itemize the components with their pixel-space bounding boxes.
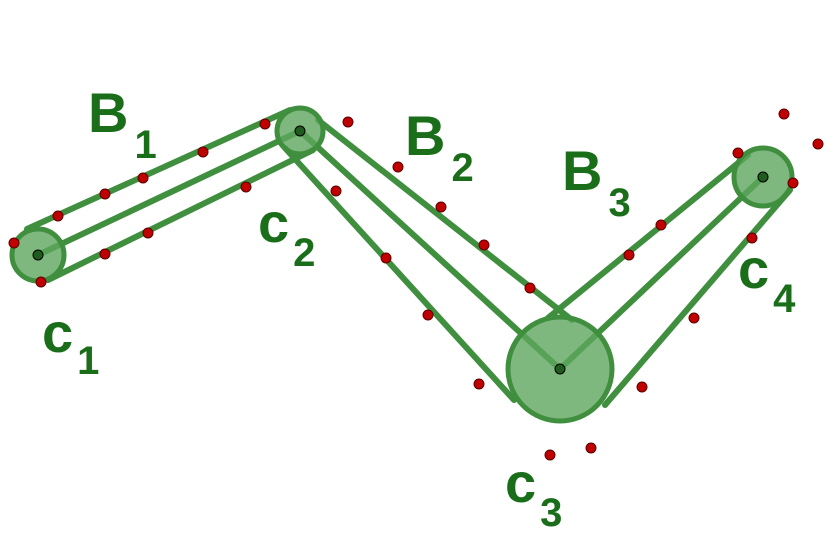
sample-point [330,185,342,197]
sample-point [380,252,392,264]
center-c4 [757,171,769,183]
label-b2: B2 [405,104,474,190]
sample-point [544,449,556,461]
sample-point [8,237,20,249]
label-b1: B1 [88,81,157,167]
label-c2-main: c [258,191,289,254]
capsule-b1 [24,107,316,283]
sample-point [52,210,64,222]
capsule-b2-axis [297,128,563,372]
label-c2-sub: 2 [293,231,315,275]
capsule-b2-lower-edge [282,145,517,403]
label-c4-sub: 4 [773,277,796,321]
sample-point [585,442,597,454]
sample-point [35,276,47,288]
sample-point [636,381,648,393]
sample-point [787,177,799,189]
capsule-b3-lower-edge [602,187,793,408]
label-b2-main: B [405,104,445,167]
label-c1-sub: 1 [77,339,99,383]
label-c3-sub: 3 [540,491,562,535]
capsule-b1-lower-edge [45,147,316,283]
label-b2-sub: 2 [451,146,473,190]
sample-point [142,227,154,239]
sample-point [392,161,404,173]
label-c3-main: c [505,451,536,514]
sample-point [99,248,111,260]
sample-point [746,232,758,244]
sample-point [422,309,434,321]
sample-point [99,188,111,200]
capsule-b1-upper-edge [24,107,293,232]
label-c4-main: c [738,237,769,300]
sample-point [197,146,209,158]
sample-point [259,118,271,130]
sample-point [732,147,744,159]
label-c1-main: c [42,301,73,364]
sample-point [778,108,790,120]
center-c1 [32,249,44,261]
label-b3-main: B [562,139,602,202]
capsule-b1-axis [35,128,303,258]
label-b1-sub: 1 [134,123,156,167]
sample-point [524,282,536,294]
sample-point [623,249,635,261]
label-b3-sub: 3 [608,181,630,225]
sample-point [812,138,824,150]
center-c3 [554,363,566,375]
center-c2 [294,125,306,137]
sample-point [655,219,667,231]
label-b1-main: B [88,81,128,144]
sample-point [473,378,485,390]
sample-point [137,172,149,184]
sample-point [435,201,447,213]
capsule-b3-upper-edge [545,152,751,321]
sample-point [342,116,354,128]
label-b3: B3 [562,139,631,225]
sample-point [240,181,252,193]
sample-point [478,239,490,251]
sample-points [8,108,824,461]
sample-point [688,312,700,324]
